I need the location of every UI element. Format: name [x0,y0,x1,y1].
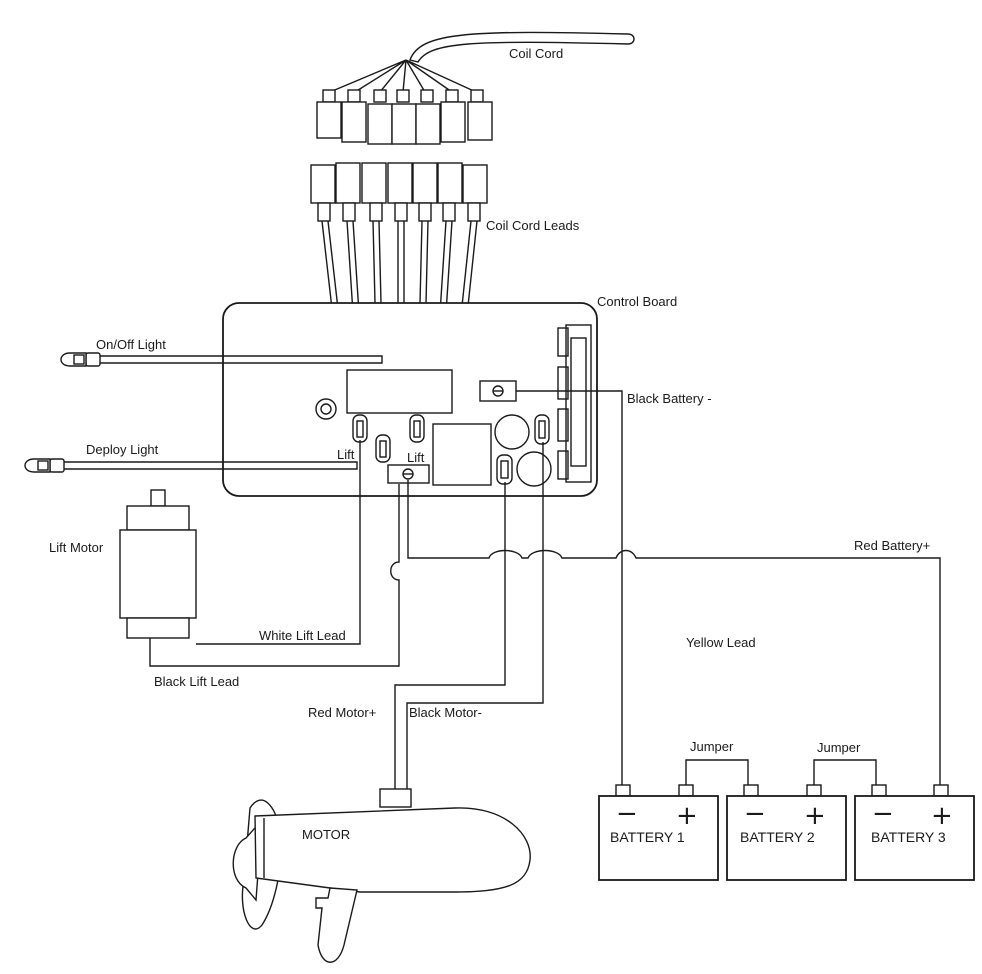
battery-2: − + BATTERY 2 [726,784,847,881]
battery-3-pos: + [931,801,953,831]
deploy-light-label: Deploy Light [86,442,159,457]
battery-3-label: BATTERY 3 [871,829,946,845]
battery-1: − + BATTERY 1 [598,784,719,881]
on-off-light [60,352,383,367]
control-board [222,302,598,497]
coil-cord [316,31,635,145]
battery-2-pos: + [804,801,826,831]
lift-motor [119,489,197,639]
black-lift-lead-label: Black Lift Lead [154,674,239,689]
battery-1-pos: + [676,801,698,831]
lift-label-right: Lift [407,450,425,465]
wires [149,390,941,789]
lift-label-left: Lift [337,447,355,462]
yellow-lead-label: Yellow Lead [686,635,756,650]
battery-2-neg: − [744,799,766,829]
black-battery-neg-label: Black Battery - [627,391,712,406]
red-motor-pos-label: Red Motor+ [308,705,376,720]
control-board-label: Control Board [597,294,677,309]
battery-3: − + BATTERY 3 [854,784,975,881]
battery-1-neg: − [616,799,638,829]
battery-1-label: BATTERY 1 [610,829,685,845]
deploy-light [24,458,358,473]
battery-2-label: BATTERY 2 [740,829,815,845]
jumper-2-label: Jumper [817,740,861,755]
white-lift-lead-label: White Lift Lead [259,628,346,643]
black-motor-neg-label: Black Motor- [409,705,482,720]
coil-cord-leads-label: Coil Cord Leads [486,218,580,233]
coil-cord-label: Coil Cord [509,46,563,61]
battery-3-neg: − [872,799,894,829]
trolling-motor [232,788,531,963]
motor-label: MOTOR [302,827,350,842]
lift-motor-label: Lift Motor [49,540,104,555]
jumper-1-label: Jumper [690,739,734,754]
red-battery-pos-label: Red Battery+ [854,538,930,553]
on-off-light-label: On/Off Light [96,337,166,352]
